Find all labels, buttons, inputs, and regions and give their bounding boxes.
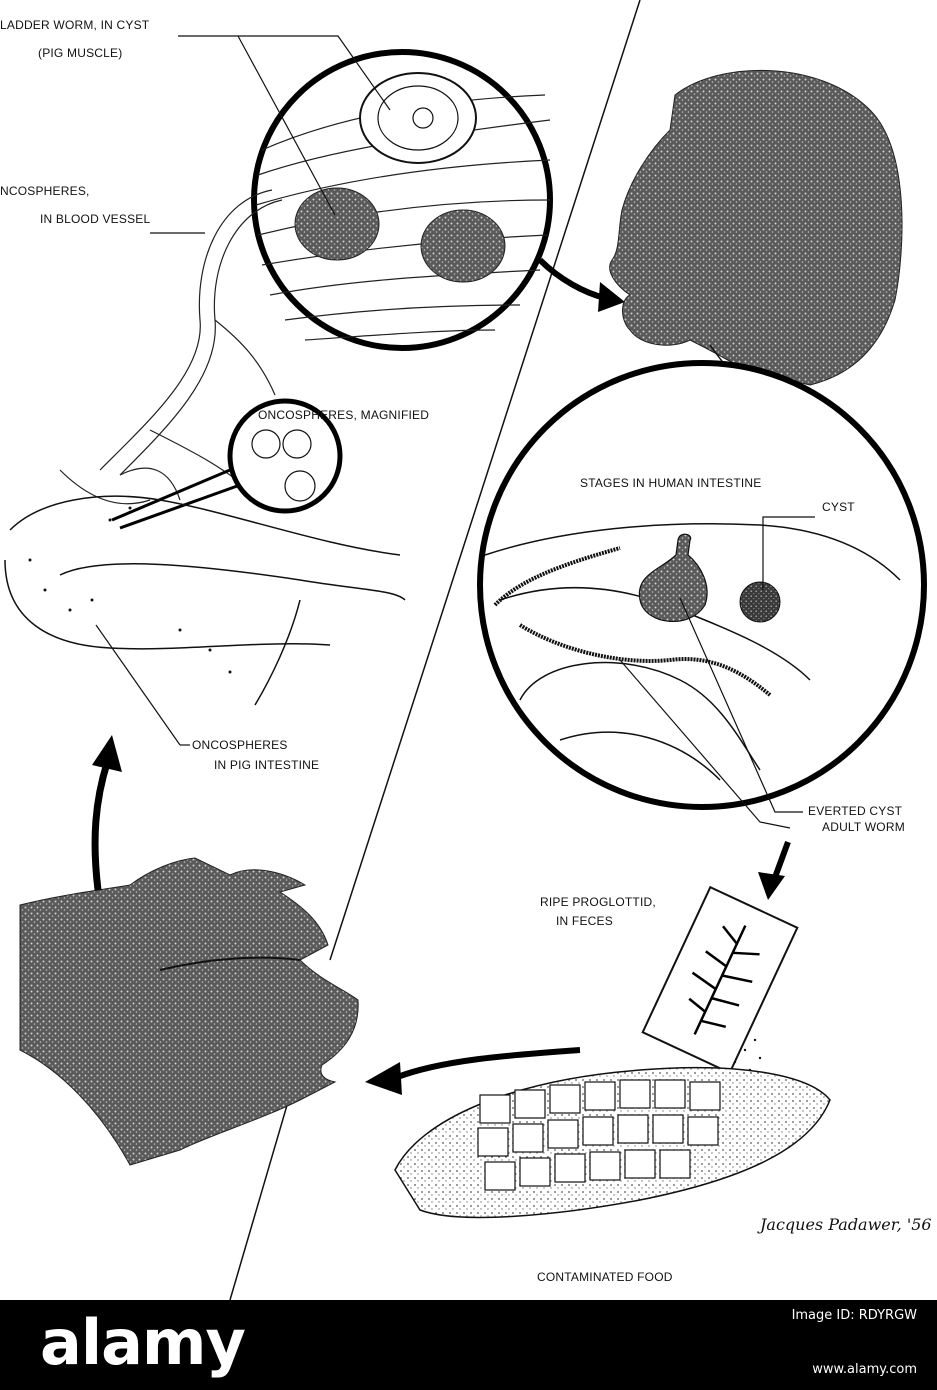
label-adult-worm: ADULT WORM <box>822 820 905 834</box>
label-oncospheres-vessel: NCOSPHERES, <box>0 184 90 198</box>
proglottid <box>641 885 799 1075</box>
alamy-logo: alamy <box>40 1306 246 1379</box>
pig-intestine <box>4 495 406 706</box>
label-pig-muscle: (PIG MUSCLE) <box>38 46 123 60</box>
label-in-pig-intestine: IN PIG INTESTINE <box>214 758 320 772</box>
adult-worm-strand <box>493 546 621 607</box>
label-everted-cyst: EVERTED CYST <box>808 804 903 818</box>
label-in-feces: IN FECES <box>556 914 613 928</box>
pig-head-silhouette <box>19 857 359 1166</box>
label-contaminated-food: CONTAMINATED FOOD <box>537 1270 673 1284</box>
pig-muscle-circle <box>251 49 553 351</box>
arrow-to-pig <box>365 1047 581 1095</box>
label-oncospheres-magnified: ONCOSPHERES, MAGNIFIED <box>258 408 430 422</box>
watermark-url: www.alamy.com <box>812 1362 917 1377</box>
corn-cob <box>394 1066 831 1219</box>
arrow-to-pig-intestine <box>91 735 122 891</box>
human-head-silhouette <box>609 69 903 386</box>
human-intestine-leaders <box>619 516 815 829</box>
label-bladder-worm: LADDER WORM, IN CYST <box>0 18 150 32</box>
label-ripe-proglottid: RIPE PROGLOTTID, <box>540 895 656 909</box>
bladder-worm-leaders <box>150 35 391 234</box>
label-in-blood-vessel: IN BLOOD VESSEL <box>40 212 151 226</box>
oncospheres-dots <box>28 506 232 674</box>
arrow-to-proglottid <box>758 840 791 900</box>
human-intestine-circle <box>477 360 927 810</box>
artist-signature: Jacques Padawer, '56 <box>760 1215 932 1234</box>
label-cyst: CYST <box>822 500 855 514</box>
tapeworm-life-cycle-diagram <box>4 0 927 1300</box>
label-stages-human-intestine: STAGES IN HUMAN INTESTINE <box>580 476 762 490</box>
everted-cyst-shape <box>638 533 708 622</box>
pig-ear-line <box>159 956 301 971</box>
label-oncospheres-pig: ONCOSPHERES <box>192 738 288 752</box>
image-id: Image ID: RDYRGW <box>791 1308 917 1323</box>
divider-lines <box>229 0 641 1300</box>
oncospheres-pig-leader <box>95 624 181 746</box>
arrow-to-mouth <box>537 257 625 312</box>
watermark-bar: alamy Image ID: RDYRGW www.alamy.com <box>0 1300 937 1390</box>
oncospheres-magnified-circle <box>111 398 343 530</box>
